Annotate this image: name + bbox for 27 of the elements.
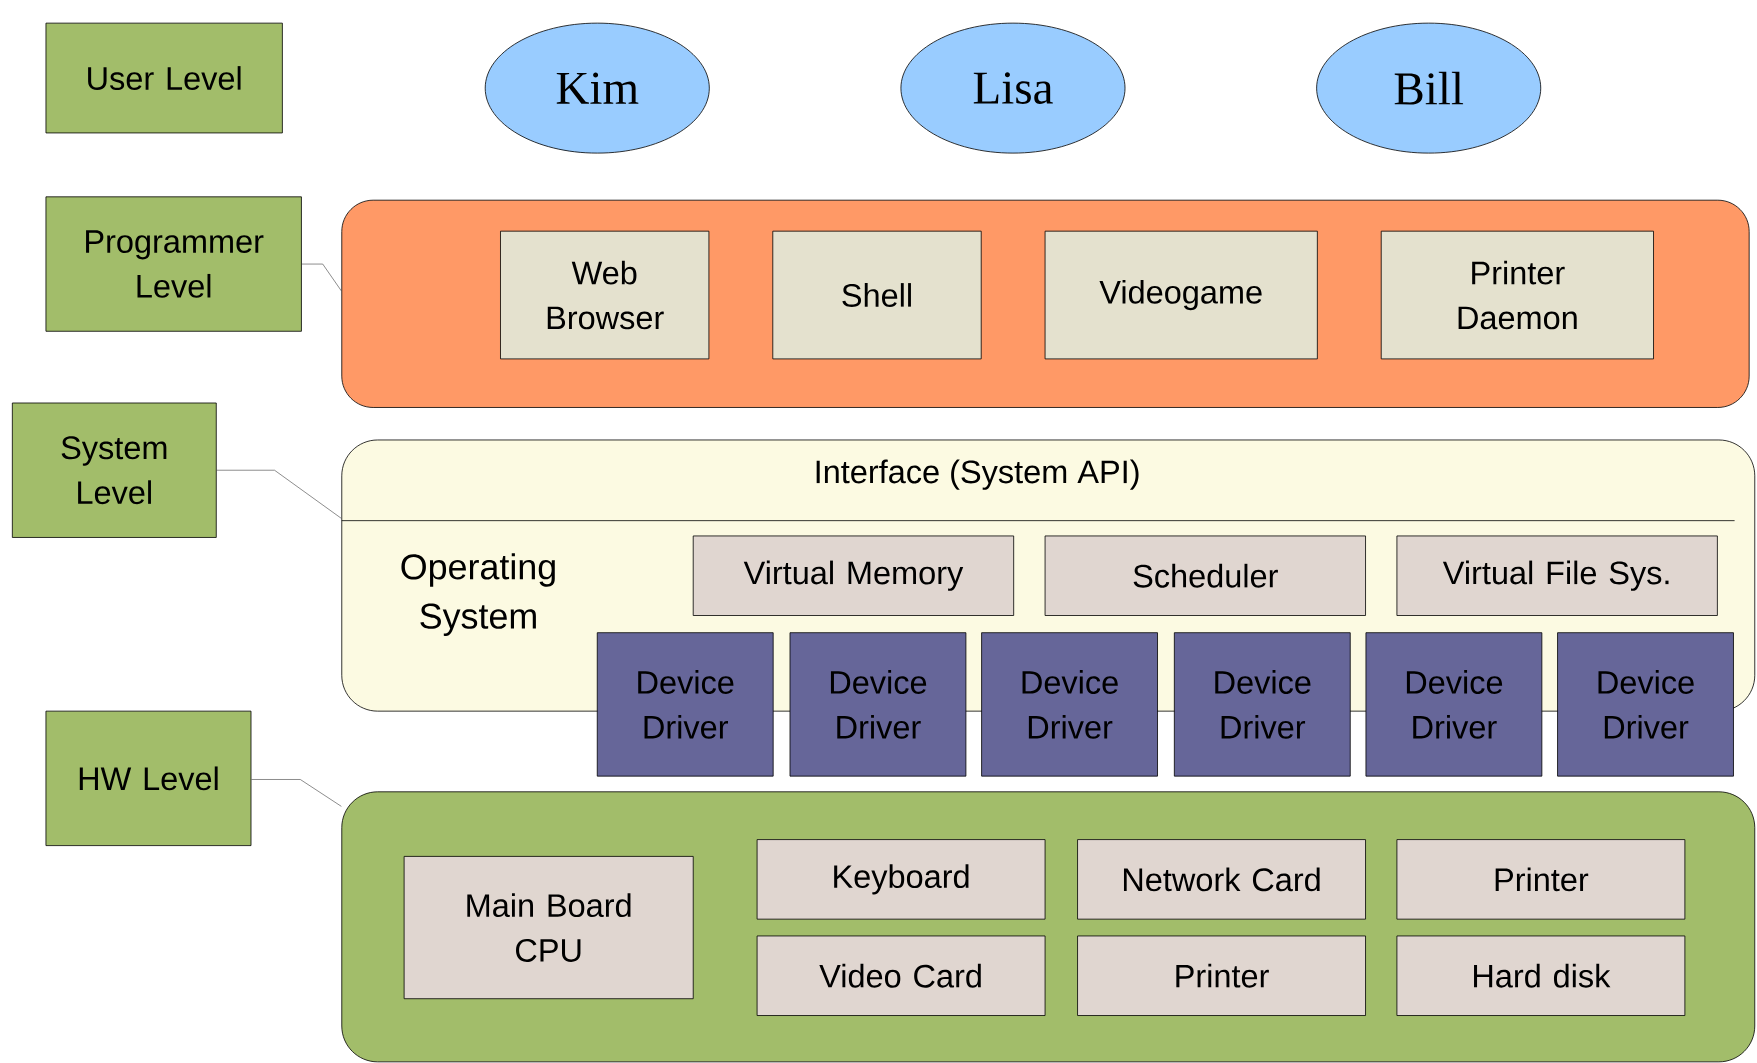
leader-line — [251, 779, 342, 807]
program-box: Web Browser — [500, 230, 710, 360]
component-box: Virtual File Sys. — [1396, 535, 1718, 616]
leader-line — [216, 469, 342, 519]
device-driver-box: Device Driver — [981, 632, 1158, 777]
device-driver-box: Device Driver — [596, 632, 774, 777]
leader-line — [301, 263, 342, 292]
device-driver-box: Device Driver — [1557, 632, 1734, 777]
hardware-box: Keyboard — [756, 839, 1046, 920]
level-label-box: HW Level — [45, 710, 252, 846]
device-driver-box: Device Driver — [789, 632, 967, 777]
hardware-box: Printer — [1077, 935, 1366, 1016]
hardware-box: Network Card — [1077, 839, 1366, 920]
level-label-box: Programmer Level — [45, 196, 302, 332]
hardware-box: Hard disk — [1396, 935, 1686, 1016]
program-box: Printer Daemon — [1380, 230, 1654, 360]
program-box: Videogame — [1044, 230, 1318, 360]
level-label-box: User Level — [45, 22, 283, 134]
component-box: Virtual Memory — [692, 535, 1015, 616]
hardware-box: Video Card — [756, 935, 1046, 1016]
hardware-box: Main Board CPU — [403, 856, 694, 1000]
hardware-box: Printer — [1396, 839, 1686, 920]
device-driver-box: Device Driver — [1173, 632, 1351, 777]
device-driver-box: Device Driver — [1365, 632, 1543, 777]
level-label-box: System Level — [11, 402, 217, 538]
component-box: Scheduler — [1044, 535, 1366, 616]
program-box: Shell — [772, 230, 982, 360]
